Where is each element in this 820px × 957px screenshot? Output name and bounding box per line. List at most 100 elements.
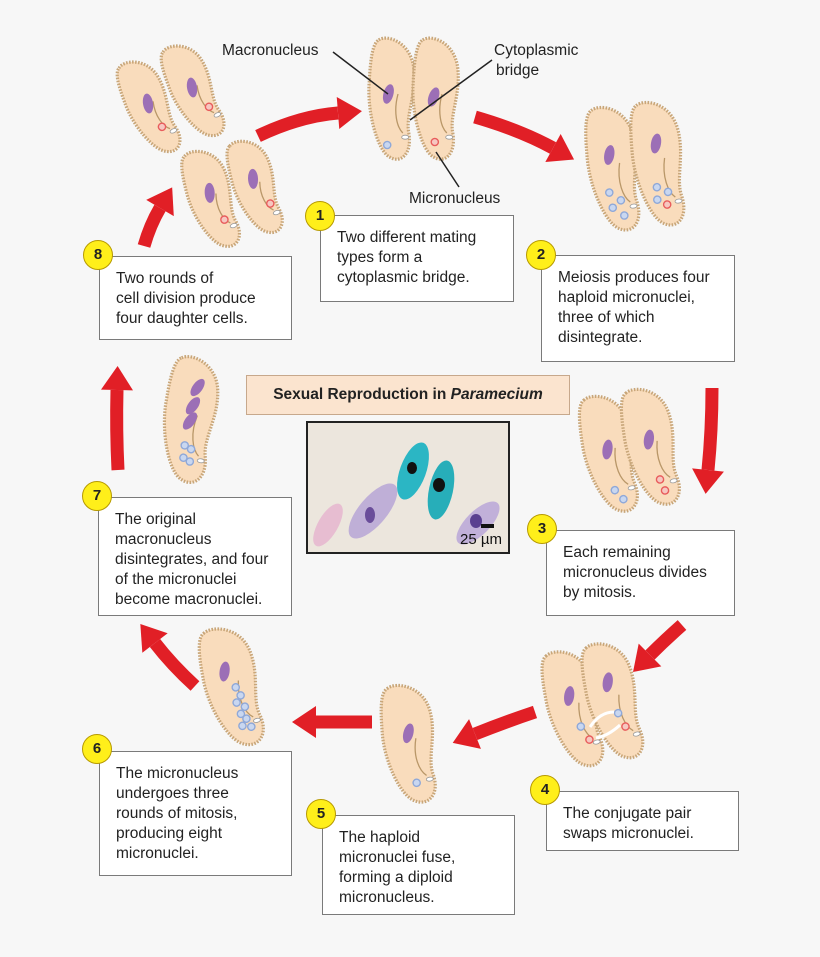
swap-arrow-icon [595, 723, 622, 740]
step-7-line: disintegrates, and four [115, 551, 269, 568]
micronucleus-dot [610, 485, 620, 495]
cytostome [169, 128, 178, 134]
step-5-line: forming a diploid [339, 869, 453, 886]
oral-groove [439, 93, 448, 134]
cycle-arrow [452, 705, 538, 749]
arrow-shaft [137, 204, 166, 248]
macronucleus-shape [602, 439, 613, 460]
step-6-line: The micronucleus [116, 765, 239, 782]
micronucleus-dot [663, 187, 673, 197]
micronucleus-dot [232, 698, 241, 707]
step-2-line: haploid micronuclei, [558, 289, 695, 306]
arrow-shaft [110, 389, 125, 471]
step-7-line: become macronuclei. [115, 591, 263, 608]
cytostome [627, 485, 636, 491]
cycle-arrow [692, 387, 724, 494]
micronucleus-dot [655, 475, 665, 484]
cycle-arrow [255, 97, 362, 142]
micronucleus-dot [180, 441, 190, 450]
step-1-box: Two different mating types form a cytopl… [320, 215, 514, 302]
step-3-line: by mitosis. [563, 584, 637, 601]
micronucleus-dot [576, 722, 586, 731]
title-italic: Paramecium [450, 386, 543, 403]
arrow-shaft [255, 106, 339, 142]
macronucleus-shape [142, 93, 154, 114]
cytostome [592, 739, 601, 745]
cytostome [213, 112, 222, 118]
micronucleus-dot [652, 182, 662, 192]
cytostome [196, 458, 205, 464]
cytoplasmic-bridge-label-line1: Cytoplasmic [494, 42, 579, 59]
paramecium-cell [225, 139, 284, 235]
step-7-badge: 7 [82, 481, 112, 511]
cytostome [669, 478, 678, 484]
oral-groove [614, 447, 629, 485]
cycle-arrow [140, 624, 200, 691]
macronucleus-shape [219, 661, 230, 682]
micronucleus-dot [653, 195, 662, 204]
cytostome [629, 203, 638, 209]
macronucleus-shape [190, 378, 205, 397]
arrow-head [633, 643, 662, 672]
paramecium-cell [162, 355, 220, 484]
cycle-arrow [473, 110, 575, 163]
paramecium-cell [411, 36, 460, 161]
cytostome [272, 209, 281, 216]
cycle-arrow [137, 187, 174, 248]
step-3-box: Each remaining micronucleus divides by m… [546, 530, 735, 616]
micronucleus-dot [231, 683, 241, 692]
step-8-box: Two rounds of cell division produce four… [99, 256, 292, 340]
oral-groove [215, 193, 231, 224]
step-3-badge: 3 [527, 514, 557, 544]
macronucleus-shape [564, 686, 575, 706]
cytoplasmic-bridge-label-line2: bridge [496, 62, 540, 79]
macronucleus-shape [427, 87, 440, 107]
micrograph: 25 µm [306, 421, 510, 554]
macronucleus-label: Macronucleus [222, 42, 319, 59]
oral-groove [414, 738, 427, 776]
arrow-head [452, 719, 481, 749]
bridge-leader [409, 59, 493, 121]
arrow-shaft [645, 620, 687, 660]
micronucleus-dot [620, 211, 629, 220]
cytostome [674, 198, 683, 204]
micronucleus-dot [186, 444, 196, 454]
step-2-badge: 2 [526, 240, 556, 270]
micronucleus-dot [608, 203, 618, 213]
oral-groove [618, 162, 631, 203]
micronucleus-dot [621, 722, 630, 731]
paramecium-cell [159, 44, 226, 138]
cytostome [445, 134, 454, 140]
step-2-box: Meiosis produces four haploid micronucle… [541, 255, 735, 362]
micronucleus-dot [660, 486, 670, 495]
step-2-line: three of which [558, 309, 655, 326]
step-1-badge: 1 [305, 201, 335, 231]
oral-groove [259, 181, 274, 211]
paramecium-cell [367, 36, 416, 161]
macronucleus-shape [402, 723, 414, 744]
step-5-badge: 5 [306, 799, 336, 829]
step-3-line: micronucleus divides [563, 564, 707, 581]
micronucleus-dot [430, 137, 440, 147]
micronucleus-dot [412, 778, 421, 788]
paramecium-cell [580, 642, 645, 760]
micronucleus-dot [662, 200, 672, 209]
macronucleus-shape [643, 429, 655, 450]
macronucleus-shape [248, 168, 259, 189]
macronucleus-shape [185, 397, 201, 415]
oral-groove [395, 93, 404, 134]
micronucleus-dot [382, 140, 392, 150]
step-1-line: types form a [337, 249, 423, 266]
step-4-badge: 4 [530, 775, 560, 805]
arrow-head [146, 187, 174, 217]
title-prefix: Sexual Reproduction in [273, 386, 451, 403]
arrow-shaft [472, 705, 538, 741]
macronucleus-shape [650, 133, 662, 154]
step-7-box: The original macronucleus disintegrates,… [98, 497, 292, 616]
arrow-head [545, 133, 575, 163]
step-6-line: rounds of mitosis, [116, 805, 238, 822]
micronucleus-dot [585, 735, 594, 744]
micronucleus-dot [266, 199, 275, 208]
swap-arrow-icon [588, 710, 615, 728]
